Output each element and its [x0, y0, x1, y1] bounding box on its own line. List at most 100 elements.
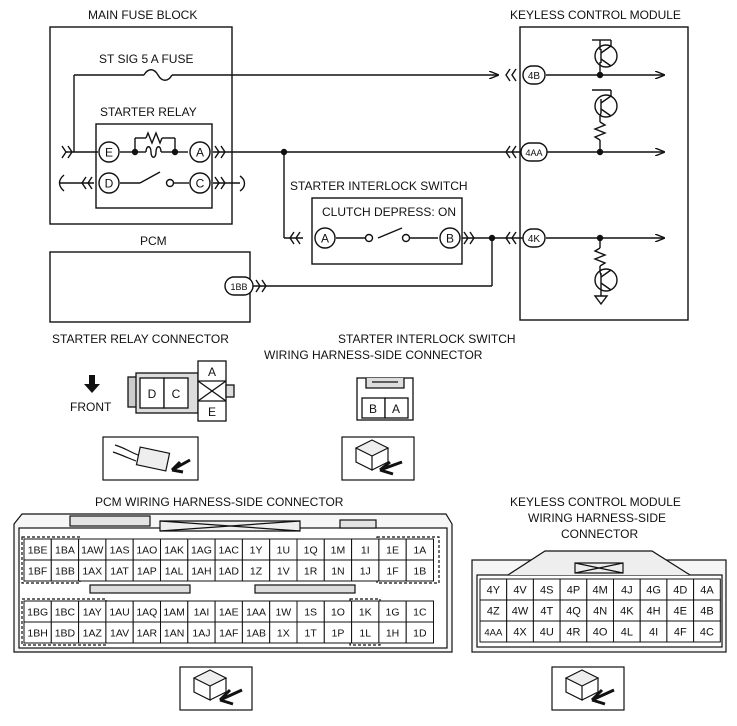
- pcm-connector-title: PCM WIRING HARNESS-SIDE CONNECTOR: [95, 495, 344, 509]
- kcm-pin-4b: 4B: [700, 606, 713, 618]
- relay-c-label: C: [196, 177, 205, 191]
- relay-coil: [145, 146, 162, 158]
- transistor-4b: [594, 44, 618, 68]
- kcm-pin-4e: 4E: [674, 606, 687, 618]
- transistor-4k: [594, 268, 618, 292]
- pcm-pin-1m: 1M: [331, 545, 346, 557]
- pcm-pin-1h: 1H: [386, 628, 399, 640]
- pcm-pin-1an: 1AN: [164, 628, 184, 640]
- switch-a-label: A: [321, 232, 329, 246]
- relay-conn-pin-a: A: [208, 365, 216, 379]
- clutch-depress-label: CLUTCH DEPRESS: ON: [322, 205, 456, 219]
- kcm-pin-4m: 4M: [593, 585, 608, 597]
- pcm-label: PCM: [140, 234, 167, 248]
- pcm-pin-1p: 1P: [332, 628, 345, 640]
- pcm-pin-1ab: 1AB: [246, 628, 266, 640]
- pcm-pin-1bd: 1BD: [55, 628, 76, 640]
- kcm-pin-4j: 4J: [621, 585, 633, 597]
- terminal-relay-e: [98, 141, 120, 163]
- relay-e-label: E: [105, 146, 113, 160]
- pcm-pin-1ad: 1AD: [219, 566, 240, 578]
- kcm-pin-4c-cell: [693, 620, 721, 643]
- terminal-switch-b: [439, 227, 461, 249]
- kcm-pin-4aa: 4AA: [484, 628, 503, 639]
- kcm-pin-4n: 4N: [593, 606, 607, 618]
- pcm-pin-1aa: 1AA: [246, 607, 266, 619]
- terminal-relay-a: [189, 141, 211, 163]
- pcm-pin-1d: 1D: [413, 628, 427, 640]
- starter-relay-connector: [127, 360, 235, 422]
- terminal-relay-d: [98, 172, 120, 194]
- kcm-pin-4g: 4G: [646, 585, 661, 597]
- relay-resistor: [145, 131, 163, 145]
- sis-conn-pin-b: B: [369, 402, 377, 416]
- pcm-pin-1be: 1BE: [28, 545, 48, 557]
- relay-conn-pin-c: C: [172, 387, 181, 401]
- kcm-pin-4a: 4A: [700, 585, 714, 597]
- pcm-pin-1aw: 1AW: [81, 545, 103, 557]
- resistor-4aa: [593, 121, 607, 141]
- kcm-pin-4l: 4L: [621, 627, 633, 639]
- kcm-pin-4i: 4I: [649, 627, 658, 639]
- pcm-pin-1q: 1Q: [304, 545, 318, 557]
- kcm-4aa-label: 4AA: [525, 148, 542, 158]
- terminal-kcm-4k: [522, 228, 546, 248]
- pcm-pin-1r: 1R: [304, 566, 318, 578]
- kcm-pin-4f: 4F: [674, 627, 687, 639]
- kcm-pin-4z: 4Z: [487, 606, 500, 618]
- kcm-pin-4w: 4W: [512, 606, 529, 618]
- relay-conn-pin-e: E: [208, 405, 216, 419]
- relay-a-label: A: [196, 146, 204, 160]
- starter-relay-label: STARTER RELAY: [100, 105, 197, 119]
- fuse-symbol: [143, 69, 173, 81]
- pcm-pin-1ao: 1AO: [136, 545, 157, 557]
- terminal-switch-a: [314, 227, 336, 249]
- sis-connector-title-2: WIRING HARNESS-SIDE CONNECTOR: [264, 348, 483, 362]
- pcm-pin-1f: 1F: [386, 566, 398, 578]
- pcm-pin-1k: 1K: [359, 607, 372, 619]
- kcm-connector-thumbnail-icon: [551, 666, 625, 711]
- starter-interlock-switch-box: [311, 197, 463, 265]
- pcm-pin-1o: 1O: [331, 607, 345, 619]
- sis-connector-thumbnail-icon: [341, 436, 415, 481]
- pcm-box: [49, 251, 251, 323]
- kcm-pin-4r: 4R: [566, 627, 580, 639]
- pcm-pin-1l: 1L: [359, 628, 371, 640]
- kcm-pin-4o: 4O: [593, 627, 608, 639]
- pcm-pin-1z: 1Z: [250, 566, 263, 578]
- front-label: FRONT: [70, 400, 112, 414]
- pcm-pin-1al: 1AL: [165, 566, 184, 578]
- fuse-label: ST SIG 5 A FUSE: [99, 52, 193, 66]
- pcm-pin-1ah: 1AH: [191, 566, 211, 578]
- pcm-pin-1aq: 1AQ: [136, 607, 157, 619]
- starter-relay-connector-title: STARTER RELAY CONNECTOR: [52, 332, 229, 346]
- pcm-pin-1as: 1AS: [110, 545, 130, 557]
- pcm-pin-1ax: 1AX: [82, 566, 102, 578]
- relay-conn-pin-d: D: [148, 387, 157, 401]
- pcm-pin-1s: 1S: [304, 607, 317, 619]
- keyless-control-module-box: [519, 26, 689, 321]
- kcm-pin-4c: 4C: [700, 627, 714, 639]
- pcm-pin-1ap: 1AP: [137, 566, 157, 578]
- pcm-pin-1az: 1AZ: [83, 628, 103, 640]
- pcm-pin-1ay: 1AY: [83, 607, 102, 619]
- relay-connector-thumbnail-icon: [102, 436, 199, 481]
- pcm-pin-1x: 1X: [277, 628, 290, 640]
- starter-relay-box: [95, 123, 213, 209]
- kcm-pin-4y: 4Y: [487, 585, 501, 597]
- pcm-pin-1t: 1T: [305, 628, 318, 640]
- resistor-4k: [593, 247, 607, 267]
- pcm-pin-1u: 1U: [277, 545, 290, 557]
- main-fuse-block-box: [49, 26, 233, 225]
- kcm-pin-4p: 4P: [567, 585, 580, 597]
- pcm-pin-1bf: 1BF: [28, 566, 47, 578]
- transistor-4aa: [594, 94, 618, 118]
- kcm-pin-4d: 4D: [673, 585, 687, 597]
- kcm-pin-4v: 4V: [513, 585, 527, 597]
- kcm-pin-4t: 4T: [540, 606, 553, 618]
- pcm-pin-1g: 1G: [386, 607, 400, 619]
- pcm-pin-1d-cell: [405, 621, 435, 644]
- pcm-pin-1ai: 1AI: [194, 607, 210, 619]
- pcm-pin-1bb: 1BB: [55, 566, 75, 578]
